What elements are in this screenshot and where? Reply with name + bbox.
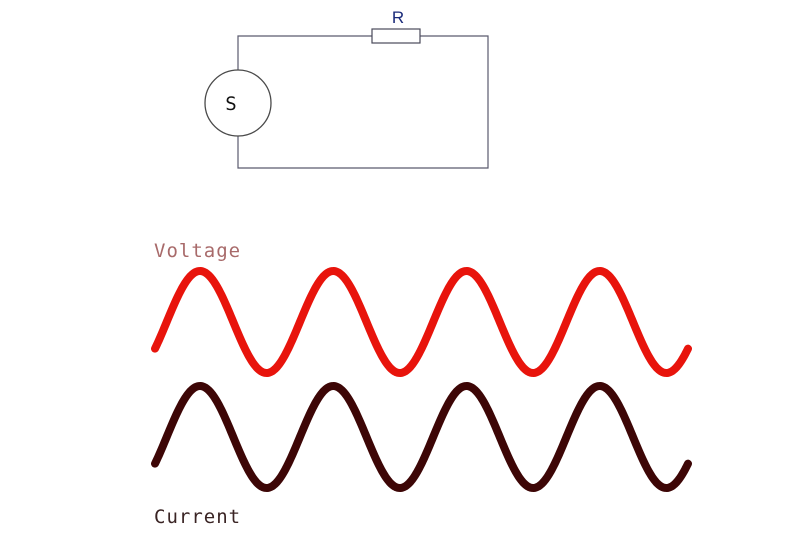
voltage-label: Voltage (154, 240, 241, 262)
circuit: S R (204, 8, 489, 169)
resistor-symbol (371, 28, 421, 44)
current-label: Current (154, 506, 241, 528)
circuit-wire (237, 35, 489, 169)
voltage-wave-group: Voltage (151, 240, 692, 377)
resistor-label: R (392, 8, 404, 27)
current-wave-group: Current (151, 382, 692, 528)
source-symbol (204, 69, 272, 137)
source-label: S (225, 93, 236, 115)
voltage-wave (151, 267, 692, 377)
current-wave (151, 382, 692, 492)
